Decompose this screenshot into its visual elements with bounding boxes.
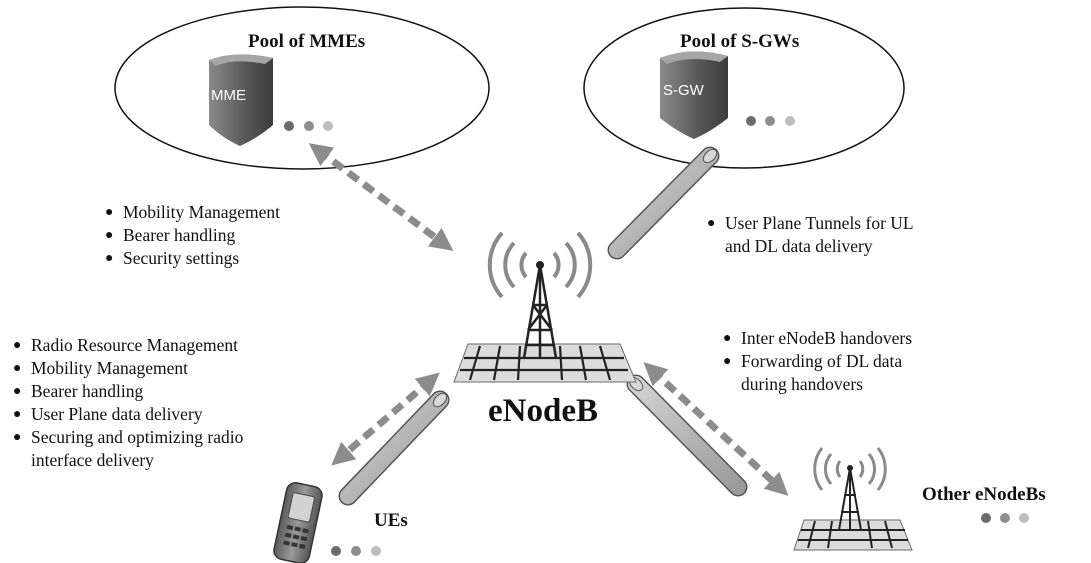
ue-radio-arrow: [331, 372, 440, 466]
sgw-functions-list: ●User Plane Tunnels for UL and DL data d…: [705, 212, 914, 258]
mme-node-label: MME: [211, 87, 246, 104]
list-item: ●Security settings: [105, 248, 240, 268]
list-item: ●Radio Resource Management: [13, 335, 239, 355]
mme-pool-title: Pool of MMEs: [248, 31, 366, 52]
sgw-more-dots: [746, 116, 795, 126]
list-item: ●Bearer handling: [13, 381, 144, 401]
sgw-node-icon: [660, 51, 728, 139]
list-item: ●Mobility Management: [13, 358, 188, 378]
mme-more-dots: [284, 121, 333, 131]
mme-functions-list: ●Mobility Management ●Bearer handling ●S…: [103, 201, 280, 270]
sgw-tunnel-pipe: [607, 146, 720, 260]
mme-pool-ellipse: [114, 6, 490, 170]
ue-phone-icon: [273, 482, 323, 563]
x2-handover-arrow: [643, 362, 789, 496]
ues-label: UEs: [374, 510, 408, 531]
other-enodeb-more-dots: [981, 513, 1029, 523]
inter-enodeb-functions-list: ●Inter eNodeB handovers ●Forwarding of D…: [721, 327, 912, 396]
list-item: ●Securing and optimizing radio: [13, 427, 244, 447]
list-item: and DL data delivery: [725, 236, 873, 256]
enodeb-tower-icon: [453, 231, 637, 383]
ue-more-dots: [331, 546, 381, 556]
sgw-pool-title: Pool of S-GWs: [680, 31, 800, 52]
other-enodeb-tower-icon: [793, 447, 913, 551]
mme-node-icon: [209, 54, 273, 146]
list-item: interface delivery: [31, 450, 154, 470]
enodeb-functions-list: ●Radio Resource Management ●Mobility Man…: [11, 334, 243, 472]
sgw-node-label: S-GW: [663, 82, 704, 99]
list-item: ●Inter eNodeB handovers: [723, 328, 913, 348]
list-item: during handovers: [741, 374, 863, 394]
mme-signalling-arrow: [308, 143, 454, 251]
list-item: ●User Plane data delivery: [13, 404, 203, 424]
list-item: ●Bearer handling: [105, 225, 236, 245]
sgw-pool-ellipse: [583, 7, 905, 169]
enodeb-label: eNodeB: [488, 393, 598, 429]
list-item: ●Mobility Management: [105, 202, 280, 222]
list-item: ●Forwarding of DL data: [723, 351, 903, 371]
other-enodebs-label: Other eNodeBs: [922, 484, 1046, 505]
list-item: ●User Plane Tunnels for UL: [707, 213, 914, 233]
